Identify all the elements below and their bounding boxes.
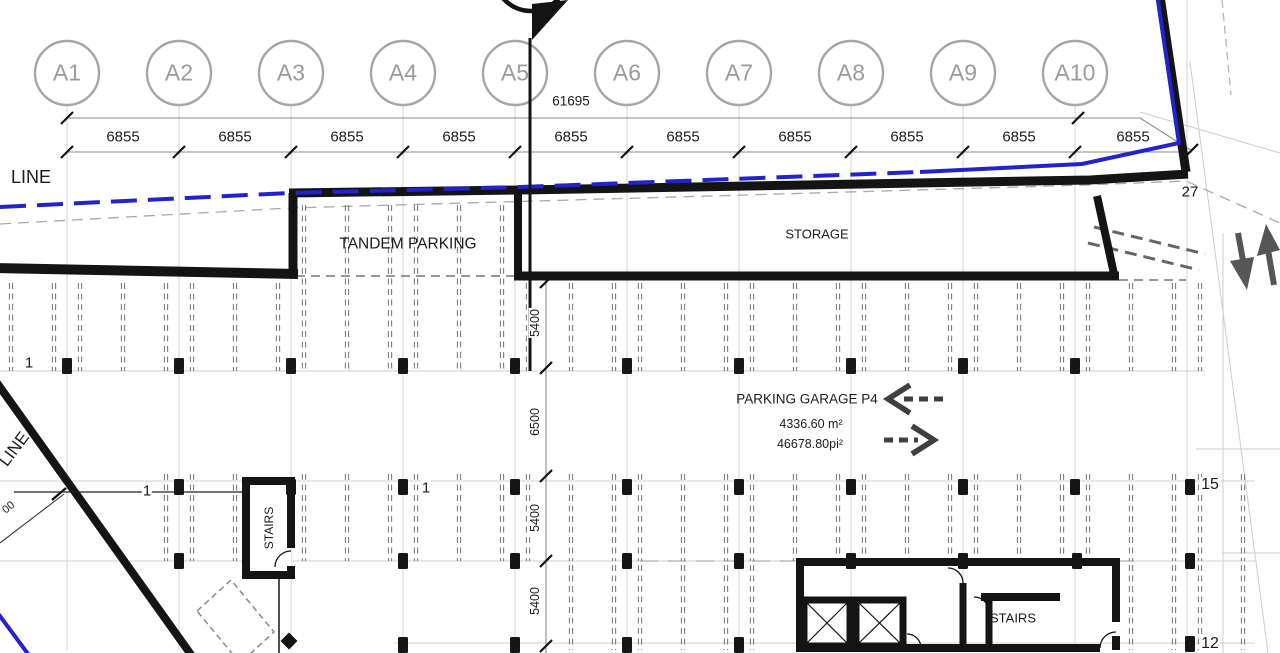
structural-column	[734, 637, 744, 653]
grid-bubble-circle	[817, 39, 885, 107]
structural-column	[846, 553, 856, 569]
structural-column	[174, 553, 184, 569]
structural-column	[622, 553, 632, 569]
wall-storage-right	[1093, 195, 1118, 275]
dimension-lines	[67, 117, 1193, 653]
wall-north	[288, 169, 1189, 198]
grid-bubble-circle	[257, 39, 325, 107]
door-arc	[274, 550, 292, 568]
structural-column	[958, 553, 968, 569]
grid-bubble-circle	[481, 39, 549, 107]
structural-column	[174, 358, 184, 374]
grid-bubbles	[33, 39, 1109, 107]
structural-column	[510, 479, 520, 495]
structural-columns	[62, 358, 1195, 653]
aisle-arrow-left-icon	[882, 382, 943, 416]
diagonal-property-line	[0, 380, 276, 653]
structural-column	[622, 479, 632, 495]
wall-left-south	[0, 263, 299, 279]
grid-bubble-circle	[593, 39, 661, 107]
structural-column	[1185, 636, 1195, 652]
aisle-arrow-right-icon	[884, 423, 940, 457]
leader-arrow	[51, 487, 67, 501]
structural-column	[398, 479, 408, 495]
section-arrow-triangle	[532, 0, 568, 40]
structural-column	[286, 479, 296, 495]
grid-bubble-circle	[1041, 39, 1109, 107]
structural-column	[1185, 479, 1195, 495]
structural-column	[174, 479, 184, 495]
structural-column	[958, 479, 968, 495]
walls	[0, 0, 1191, 281]
door-arc	[947, 567, 964, 584]
structural-column	[1070, 358, 1080, 374]
grid-bubble-circle	[145, 39, 213, 107]
ramp-edge-dash-1	[1093, 225, 1206, 256]
wall-right-outer	[1156, 0, 1191, 173]
stairs-left-box	[242, 477, 298, 653]
ramp-arrow-down-icon	[1230, 232, 1254, 290]
structural-column	[734, 358, 744, 374]
structural-column	[734, 553, 744, 569]
structural-column	[1072, 553, 1082, 569]
structural-column	[846, 479, 856, 495]
structural-column	[286, 358, 296, 374]
structural-column	[62, 358, 72, 374]
property-line-blue	[0, 0, 1182, 209]
structural-column	[398, 553, 408, 569]
structural-column	[1070, 479, 1080, 495]
dimension-ticks	[60, 111, 1199, 653]
door-arc	[1099, 631, 1117, 649]
dashed-overhead-outline	[195, 578, 276, 653]
grid-bubble-circle	[705, 39, 773, 107]
grid-bubble-circle	[33, 39, 101, 107]
structural-column	[846, 358, 856, 374]
structural-column	[398, 637, 408, 653]
structural-column	[734, 479, 744, 495]
structural-column	[958, 358, 968, 374]
grid-bubble-circle	[929, 39, 997, 107]
elevator-stair-block	[796, 558, 1120, 652]
door-arc	[973, 596, 990, 613]
setback-dashed-line	[0, 180, 1280, 225]
structural-column	[622, 358, 632, 374]
structural-column	[398, 358, 408, 374]
structural-column	[510, 637, 520, 653]
structural-column	[1185, 553, 1195, 569]
door-arc	[906, 633, 922, 649]
structural-column	[622, 637, 632, 653]
structural-column	[510, 358, 520, 374]
structural-column	[510, 553, 520, 569]
grid-bubble-circle	[369, 39, 437, 107]
column-diamond	[280, 632, 298, 650]
ramp-arrow-up-icon	[1257, 224, 1280, 286]
